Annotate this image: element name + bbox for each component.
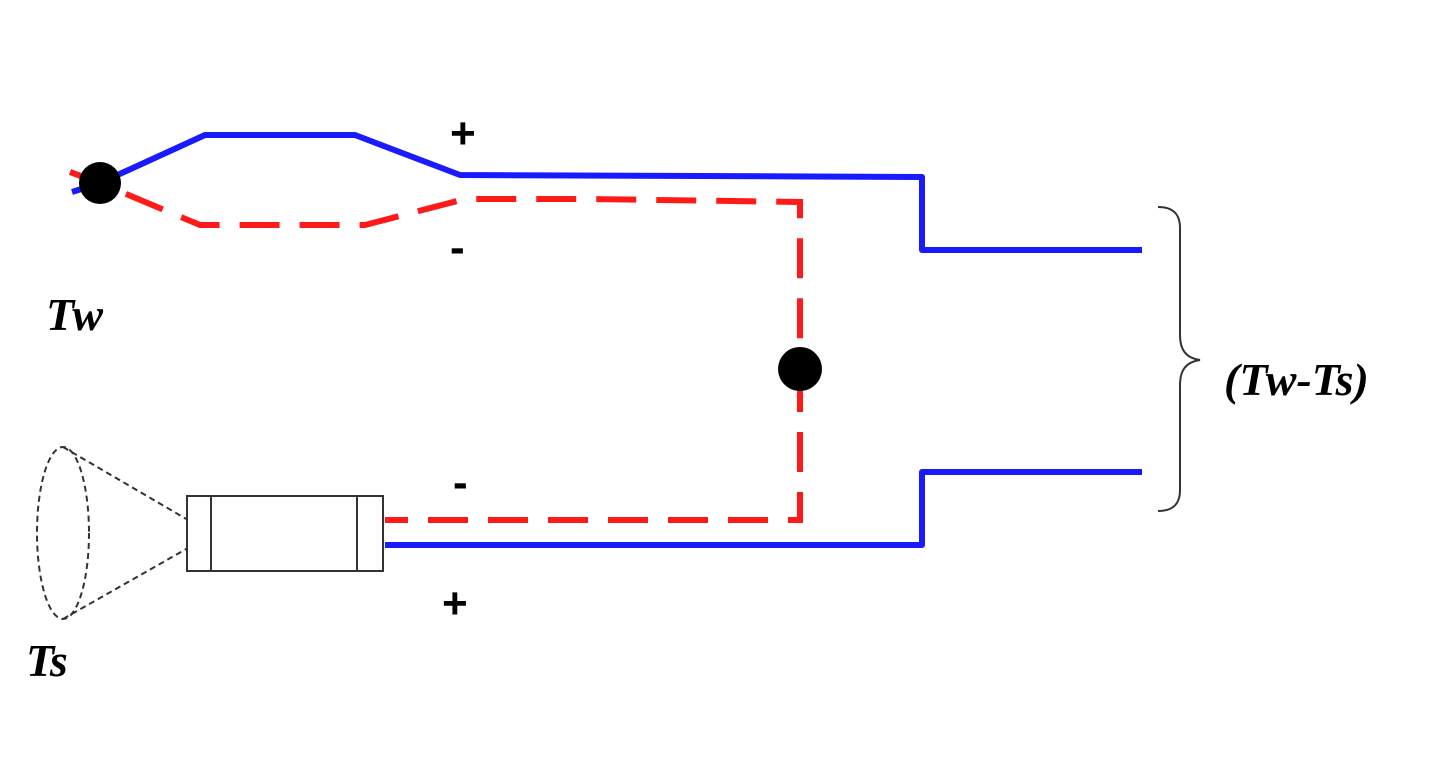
ts-negative-wire: [385, 372, 803, 523]
tw-negative-wire: [68, 169, 803, 365]
ts-label: Ts: [26, 635, 68, 686]
tw-junction-dot: [79, 162, 121, 204]
ts-plus-label: +: [442, 579, 468, 628]
ts-view-cone: [36, 446, 189, 620]
output-label: (Tw-Ts): [1224, 354, 1369, 405]
ts-sensor-body: [186, 495, 384, 572]
tw-label: Tw: [46, 289, 104, 340]
ts-positive-wire: [385, 469, 1142, 548]
reference-junction-dot: [778, 347, 822, 391]
tw-positive-wire: [71, 132, 1142, 253]
tw-plus-label: +: [450, 109, 476, 158]
ts-minus-label: -: [453, 458, 468, 507]
output-brace: [1157, 206, 1201, 512]
tw-minus-label: -: [450, 223, 465, 272]
